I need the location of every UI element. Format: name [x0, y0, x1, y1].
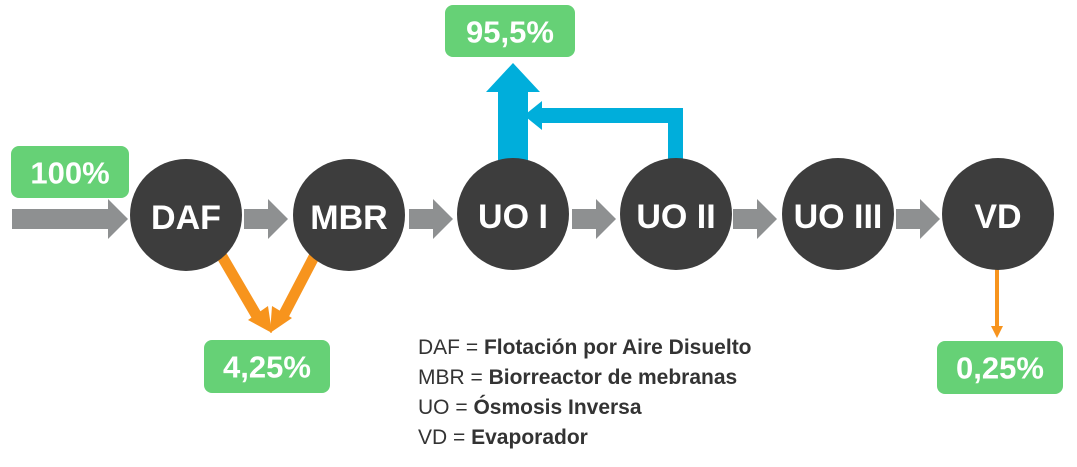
legend-row-daf: DAF = Flotación por Aire Disuelto: [418, 333, 752, 363]
legend-separator: =: [460, 336, 484, 359]
node-uo1: UO I: [457, 158, 569, 270]
arrow-uo3-vd-shaft: [896, 209, 922, 229]
badge-input: 100%: [11, 146, 129, 198]
node-label: MBR: [310, 199, 387, 237]
arrow-uo1-uo2-shaft: [572, 209, 598, 229]
arrow-uo1-uo2-head: [596, 199, 616, 239]
legend-abbr: DAF: [418, 336, 460, 359]
arrow-mbr-uo1-shaft: [409, 209, 435, 229]
node-uo3: UO III: [782, 158, 894, 270]
waste-flows: [215, 250, 1003, 338]
node-daf: DAF: [130, 159, 242, 271]
waste-arrow-mbr: [277, 250, 321, 321]
waste-arrow-daf: [215, 250, 263, 321]
badge-residue: 0,25%: [937, 341, 1063, 394]
node-label: DAF: [151, 199, 221, 237]
recovery-main-shaft: [498, 90, 528, 170]
legend-description: Evaporador: [471, 426, 588, 449]
badge-residue-text: 0,25%: [956, 351, 1044, 386]
badge-input-text: 100%: [30, 156, 109, 191]
node-label: UO III: [794, 198, 883, 236]
legend-row-uo: UO = Ósmosis Inversa: [418, 393, 752, 423]
legend-row-mbr: MBR = Biorreactor de mebranas: [418, 363, 752, 393]
node-uo2: UO II: [620, 158, 732, 270]
arrow-mbr-uo1-head: [433, 199, 453, 239]
arrow-uo2-uo3-shaft: [733, 209, 759, 229]
arrow-uo2-uo3-head: [757, 199, 777, 239]
legend-abbr: VD: [418, 426, 448, 449]
badge-recovered: 95,5%: [445, 5, 575, 57]
process-arrows: [12, 199, 940, 239]
arrow-daf-mbr-head: [268, 199, 288, 239]
arrow-daf-mbr-shaft: [244, 209, 270, 229]
legend-row-vd: VD = Evaporador: [418, 423, 752, 453]
percentage-badges: 100% 95,5% 4,25% 0,25%: [11, 5, 1063, 394]
badge-sludge-text: 4,25%: [223, 350, 311, 385]
recovery-main-arrowhead: [486, 63, 540, 92]
legend-separator: =: [447, 426, 472, 449]
badge-recovered-text: 95,5%: [466, 15, 554, 50]
waste-arrowhead-vd: [991, 326, 1003, 338]
legend-separator: =: [464, 366, 489, 389]
node-vd: VD: [942, 158, 1054, 270]
arrow-uo3-vd-head: [920, 199, 940, 239]
node-label: UO I: [478, 198, 548, 236]
input-arrow-head: [108, 199, 128, 239]
legend-description: Biorreactor de mebranas: [488, 366, 738, 389]
recovery-connector-bar: [540, 108, 683, 123]
badge-sludge: 4,25%: [204, 340, 330, 393]
recovery-riser-uo2: [668, 108, 683, 170]
node-label: VD: [974, 198, 1021, 236]
legend-abbr: UO: [418, 396, 450, 419]
waste-arrowhead-daf: [248, 306, 272, 333]
recovery-connector-arrowhead: [524, 101, 542, 130]
legend-abbr: MBR: [418, 366, 465, 389]
node-label: UO II: [636, 198, 715, 236]
recovery-flow: [486, 63, 683, 170]
node-mbr: MBR: [293, 159, 405, 271]
waste-arrowhead-mbr: [270, 306, 292, 333]
legend-description: Flotación por Aire Disuelto: [483, 336, 752, 359]
legend-separator: =: [449, 396, 474, 419]
legend: DAF = Flotación por Aire Disuelto MBR = …: [418, 333, 752, 453]
process-nodes: DAF MBR UO I UO II UO III VD: [130, 158, 1054, 271]
input-arrow-shaft: [12, 209, 110, 229]
legend-description: Ósmosis Inversa: [473, 396, 642, 419]
